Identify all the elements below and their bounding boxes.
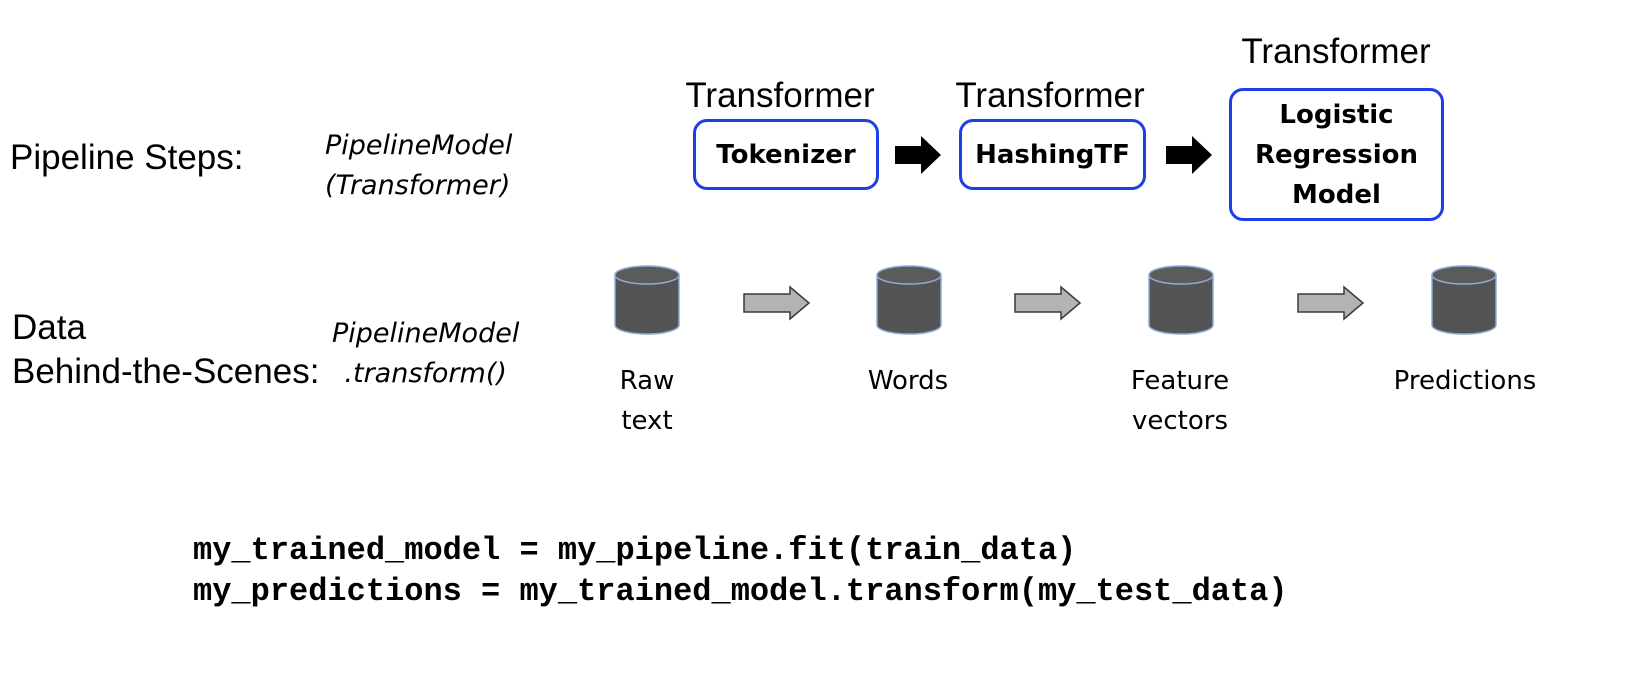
pipeline-model-transform-label: PipelineModel .transform() bbox=[332, 318, 520, 389]
logistic-regression-model-box: Logistic Regression Model bbox=[1229, 88, 1444, 221]
data-arrow-2 bbox=[1014, 285, 1082, 321]
predictions-cylinder-icon bbox=[1431, 265, 1497, 335]
code-line-fit: my_trained_model = my_pipeline.fit(train… bbox=[193, 532, 1077, 569]
stage-tag-hashingtf: Transformer bbox=[955, 76, 1145, 115]
predictions-label: Predictions bbox=[1393, 366, 1537, 396]
code-line-transform: my_predictions = my_trained_model.transf… bbox=[193, 573, 1288, 610]
stage-tag-tokenizer: Transformer bbox=[685, 76, 875, 115]
tokenizer-box: Tokenizer bbox=[693, 119, 879, 190]
step-arrow-2 bbox=[1166, 136, 1212, 174]
stage-tag-logistic-regression: Transformer bbox=[1241, 32, 1431, 71]
hashingtf-box: HashingTF bbox=[959, 119, 1146, 190]
raw-text-cylinder-icon bbox=[614, 265, 680, 335]
pipeline-model-transformer-label: PipelineModel (Transformer) bbox=[325, 130, 513, 201]
data-arrow-1 bbox=[743, 285, 811, 321]
step-arrow-1 bbox=[895, 136, 941, 174]
raw-text-label: Raw text bbox=[619, 366, 675, 436]
words-cylinder-icon bbox=[876, 265, 942, 335]
data-arrow-3 bbox=[1297, 285, 1365, 321]
words-label: Words bbox=[867, 366, 949, 396]
feature-vectors-cylinder-icon bbox=[1148, 265, 1214, 335]
data-behind-scenes-label: Data Behind-the-Scenes: bbox=[12, 308, 320, 391]
pipeline-steps-label: Pipeline Steps: bbox=[10, 138, 244, 177]
feature-vectors-label: Feature vectors bbox=[1130, 366, 1230, 436]
